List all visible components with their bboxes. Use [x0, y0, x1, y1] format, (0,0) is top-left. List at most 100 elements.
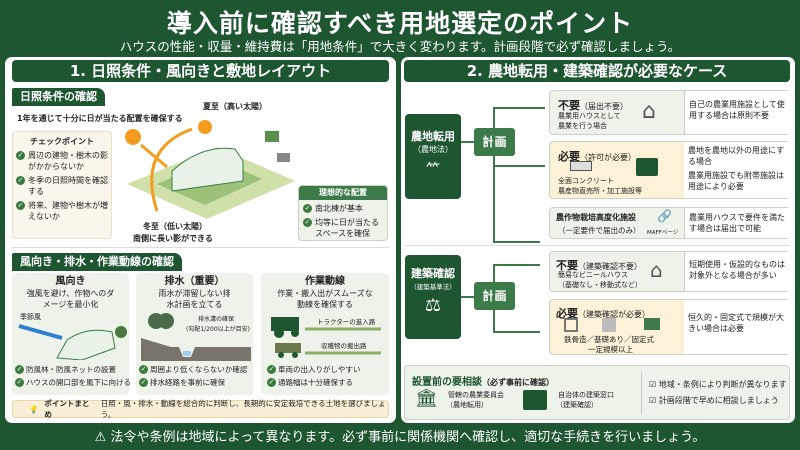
left-panel: 1. 日照条件・風向きと敷地レイアウト 日照条件の確認 1年を通じて十分に日が当… [5, 57, 396, 423]
building-law: （建築基準法） [410, 283, 456, 291]
case-note: 短期使用・仮設的なものは対象外となる場合が多い [689, 260, 785, 280]
case-desc: 鉄骨造／基礎あり／固定式 [564, 335, 654, 344]
case-note: 農地を農地以外の用途にする場合 [688, 146, 785, 166]
winter-label: 冬至（低い太陽） [143, 222, 207, 231]
sun-lead: 1年を通じて十分に日が当たる配置を確保する [17, 114, 183, 123]
consult-box: 設置前の要相談（必ず事前に確認） 🏛 管轄の農業委員会 （農地転用） 自治体の建… [404, 365, 790, 420]
building-case-unneeded: 不要（建築確認不要） 簡易なビニールハウス （基礎なし・移動式など） ⌂ 短期使… [549, 251, 791, 292]
check-icon: ✓ [303, 204, 312, 213]
office-name: 管轄の農業委員会 [448, 391, 504, 399]
check-icon: ✓ [16, 201, 25, 210]
card-title: 風向き [55, 276, 86, 287]
check-icon: ✓ [16, 176, 25, 185]
check-icon: ✓ [16, 151, 25, 160]
check-icon: ✓ [267, 378, 276, 387]
building-box: 建築確認 （建築基準法） ⚖ [405, 255, 461, 339]
maff-link[interactable]: MAFFページ [647, 230, 679, 236]
check-icon: ✓ [267, 365, 276, 374]
consult-title-sub: （必ず事前に確認） [482, 378, 554, 387]
case-sub: （許可が必要） [580, 153, 636, 162]
footer-warning-text: 法令や条例は地域によって異なります。必ず事前に関係機関へ確認し、適切な手続きを行… [110, 430, 706, 445]
office-sub: （建築確認） [556, 401, 598, 409]
farmland-box: 農地転用 （農地法） ⺮ [405, 114, 461, 199]
tractor-route-label: トラクターの進入路 [317, 318, 376, 326]
crop-icon: ⺮ [426, 162, 440, 178]
vehicle-illustration [271, 317, 381, 358]
case-desc: 農業用ハウスとして [558, 112, 621, 120]
foundation-icon [602, 318, 616, 332]
section-1-title: 1. 日照条件・風向きと敷地レイアウト [12, 60, 389, 82]
ideal-title: 理想的な配置 [299, 186, 387, 200]
card-check: 周囲より低くならないか確認 [150, 365, 248, 374]
sun-layout-illustration [125, 120, 295, 219]
building-name: 建築確認 [411, 267, 455, 280]
office-name: 自治体の建築窓口 [558, 391, 614, 399]
page-title: 導入前に確認すべき用地選定のポイント [166, 9, 634, 38]
farmland-law: （農地法） [413, 145, 453, 154]
right-panel: 2. 農地転用・建築確認が必要なケース 農地転用 （農地法） ⺮ 計画 不要（届… [401, 57, 795, 423]
consult-check: ☑ 計画段階で早めに相談しましょう [649, 395, 779, 406]
case-sub: （一定要件で届出のみ） [558, 226, 641, 235]
case-desc: 全面コンクリート [558, 177, 614, 185]
greenhouse-icon: ⌂ [650, 258, 663, 282]
page-subtitle: ハウスの性能・収量・維持費は「用地条件」で大きく変わります。計画段階で必ず確認し… [119, 39, 681, 54]
case-head: 必要 [558, 150, 580, 163]
section-2-title: 2. 農地転用・建築確認が必要なケース [404, 60, 790, 82]
case-note: 恒久的・固定式で規模が大きい場合は必要 [688, 313, 784, 333]
check-icon: ✓ [139, 378, 148, 387]
case-desc: （基礎なし・移動式など） [558, 281, 642, 289]
case-sub: （建築確認不要） [578, 262, 642, 271]
check-icon: ☑ [649, 396, 659, 405]
sun-tab: 日照条件の確認 [12, 88, 105, 106]
case-head: 農作物栽培高度化施設 [556, 213, 636, 222]
farmland-name: 農地転用 [411, 130, 455, 143]
link-icon[interactable]: 🔗 [657, 209, 672, 223]
gavel-icon: ⚖ [424, 295, 442, 316]
drain-slope-label: (勾配1/200以上が目安) [186, 326, 250, 333]
fixed-structure-icon [644, 318, 660, 330]
wind-label: 季節風 [20, 313, 41, 321]
card-check: 防風林・防風ネットの設置 [26, 365, 116, 374]
checkpoint-item: 周辺の建物・樹木の影がかからないか [28, 151, 108, 171]
card-desc: 雨水が滞留しない排水計画を立てる [158, 289, 231, 309]
lightbulb-icon: 💡 [29, 404, 39, 414]
consult-title: 設置前の要相談 [412, 377, 482, 388]
case-head: 不要 [556, 259, 578, 272]
municipal-office-icon [523, 390, 547, 410]
summary-label: ポイントまとめ [44, 399, 90, 419]
checkpoint-item: 冬季の日照時間を確認する [28, 176, 108, 196]
summary-bar: 💡 ポイントまとめ 日照・風・排水・動線を総合的に判断し、長期的に安定栽培できる… [12, 399, 389, 419]
card-title: 作業動線 [305, 276, 345, 287]
ideal-box: 理想的な配置 ✓南北棟が基本 ✓均等に日が当たるスペースを確保 [298, 185, 388, 241]
warning-icon: ⚠ [94, 430, 111, 445]
case-head: 必要 [556, 307, 578, 320]
wind-illustration [18, 324, 127, 360]
case-desc: 農産物直売所・加工施設等 [558, 187, 642, 195]
building-case-needed: 必要（建築確認が必要） 鉄骨造／基礎あり／固定式 一定規模以上 恒久的・固定式で… [549, 299, 791, 355]
farmland-case-unneeded: 不要（届出不要） 農業用ハウスとして 農業を行う場合 ⌂ 自己の農業用施設として… [549, 90, 791, 135]
check-icon: ✓ [15, 365, 24, 374]
checkpoint-title: チェックポイント [30, 137, 94, 146]
winter-note: 南側に長い影ができる [133, 234, 213, 243]
ideal-item: 南北棟が基本 [315, 204, 363, 213]
card-check: 排水経路を事前に確保 [150, 378, 225, 387]
wind-card: 風向き 強風を避け、作物へのダメージを最小化 季節風 ✓防風林・防風ネットの設置… [12, 273, 131, 395]
footer-warning: ⚠ 法令や条例は地域によって異なります。必ず事前に関係機関へ確認し、適切な手続き… [0, 426, 800, 445]
drainage-illustration [141, 313, 251, 361]
checkpoint-box: チェックポイント ✓周辺の建物・樹木の影がかからないか ✓冬季の日照時間を確認す… [12, 131, 112, 239]
drainage-card: 排水（重要） 雨水が滞留しない排水計画を立てる 排水溝の確保 (勾配1/200以… [136, 273, 253, 395]
case-head: 不要 [558, 99, 580, 112]
case-sub: （建築確認が必要） [578, 310, 650, 319]
drain-label: 排水溝の確保 [198, 316, 235, 323]
card-check: ハウスの開口部を風下に向ける [26, 378, 131, 387]
check-icon: ✓ [303, 218, 312, 227]
checkpoint-item: 将来、建物や樹木が増えないか [28, 201, 108, 221]
summer-label: 夏至（高い太陽） [203, 102, 267, 111]
site-tab: 風向き・排水・作業動線の確認 [12, 253, 182, 271]
card-check: 通路幅は十分確保する [278, 378, 353, 387]
consult-check-text: 地域・条例により判断が異なります [658, 380, 787, 389]
steel-frame-icon [564, 318, 578, 332]
consult-check: ☑ 地域・条例により判断が異なります [649, 379, 787, 390]
government-building-icon: 🏛 [415, 388, 438, 409]
case-note: 農業用施設でも附帯施設は用途により必要 [688, 171, 784, 191]
